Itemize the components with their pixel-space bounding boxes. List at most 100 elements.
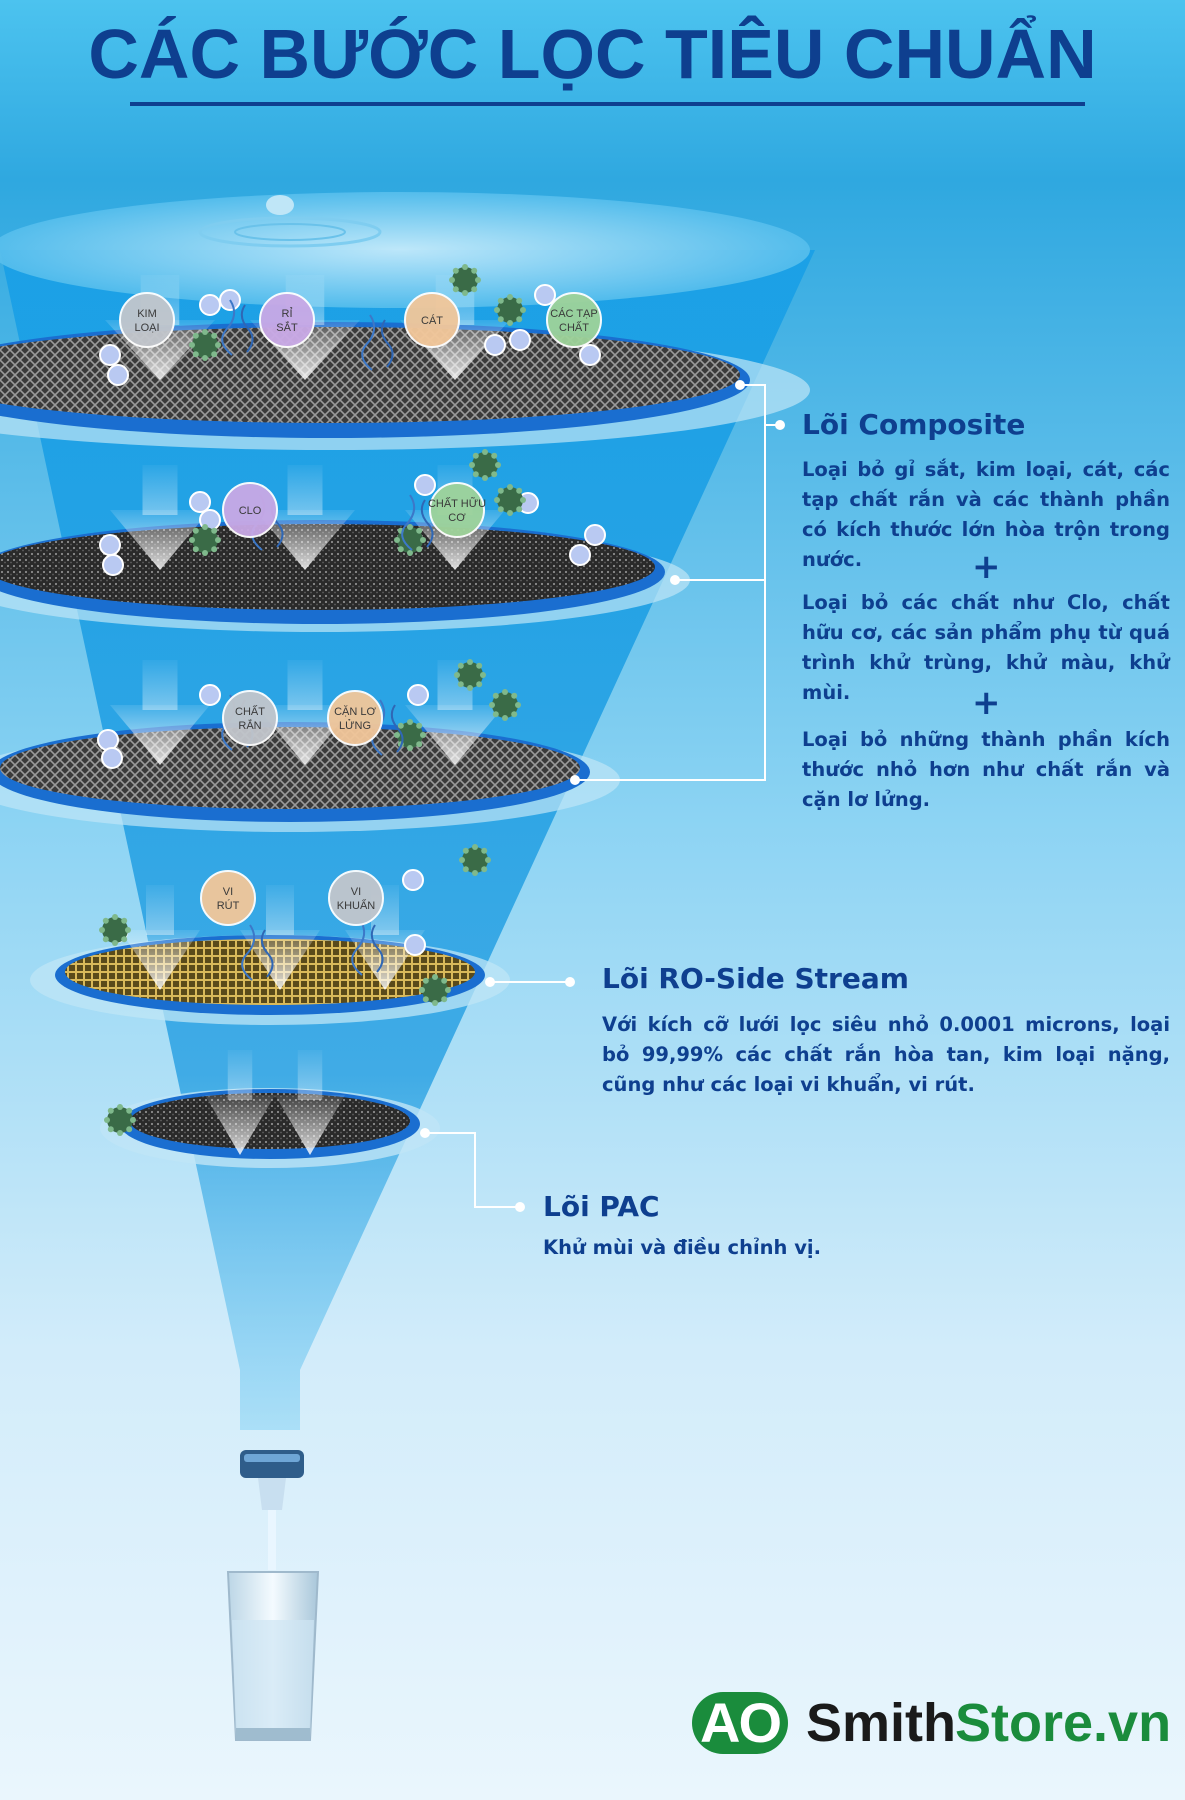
water-droplet-particle bbox=[402, 869, 424, 891]
bubble-label: LỬNG bbox=[339, 719, 371, 732]
contaminant-particle bbox=[394, 524, 426, 556]
contaminant-particle bbox=[494, 484, 526, 516]
water-ripple bbox=[198, 216, 382, 248]
fiber-particle bbox=[380, 319, 394, 368]
fiber-particle bbox=[390, 704, 404, 753]
fiber-particle bbox=[351, 919, 366, 976]
fiber-particle bbox=[401, 494, 416, 551]
contaminant-particle bbox=[469, 449, 501, 481]
water-droplet-particle bbox=[97, 729, 119, 751]
contaminant-particle bbox=[454, 659, 486, 691]
flow-arrow-icon bbox=[110, 705, 210, 765]
bubble-label: CÁC TẠP bbox=[550, 307, 597, 320]
water-glass-icon bbox=[226, 1571, 320, 1741]
flow-arrow-shaft bbox=[287, 465, 323, 515]
bubble-label: CƠ bbox=[448, 512, 466, 524]
water-droplet-particle bbox=[404, 934, 426, 956]
bubble-label: CẶN LƠ bbox=[334, 705, 376, 718]
section-title-pac: Lõi PAC bbox=[543, 1190, 660, 1223]
logo-smith: Smith bbox=[806, 1693, 957, 1753]
bubble-label: RỈ bbox=[282, 307, 293, 320]
bubble-label: RÚT bbox=[217, 899, 240, 912]
contaminant-particle bbox=[494, 294, 526, 326]
water-droplet-particle bbox=[534, 284, 556, 306]
flow-arrow-icon bbox=[120, 930, 200, 990]
fiber-particle bbox=[370, 924, 384, 973]
bubble-label: VI bbox=[223, 886, 233, 898]
bubble-label: CHẤT HỮU bbox=[428, 497, 486, 510]
bubble-label: KHUẨN bbox=[337, 899, 376, 912]
composite-description-1: Loại bỏ gỉ sắt, kim loại, cát, các tạp c… bbox=[802, 458, 1170, 571]
water-droplet-particle bbox=[509, 329, 531, 351]
flow-arrow-icon bbox=[110, 510, 210, 570]
water-drop-splash bbox=[266, 195, 294, 215]
bubble-label: KIM bbox=[137, 308, 157, 320]
contaminant-particle bbox=[489, 689, 521, 721]
water-droplet-particle bbox=[484, 334, 506, 356]
section-title-composite: Lõi Composite bbox=[802, 408, 1026, 441]
flow-arrow-icon bbox=[405, 705, 505, 765]
water-droplet-particle bbox=[99, 534, 121, 556]
flow-arrow-icon bbox=[240, 930, 320, 990]
bubble-label: CLO bbox=[239, 505, 262, 517]
contaminant-particle bbox=[459, 844, 491, 876]
bubble-label: CHẤT bbox=[559, 321, 589, 334]
bubble-label: CHẤT bbox=[235, 705, 265, 718]
connector-dots bbox=[420, 380, 785, 1212]
fiber-particle bbox=[241, 924, 256, 981]
contaminant-particles bbox=[97, 264, 606, 1136]
fiber-particle bbox=[420, 499, 434, 548]
water-droplet-particle bbox=[199, 294, 221, 316]
plus-icon: + bbox=[972, 683, 1001, 723]
flow-arrow-shaft bbox=[227, 1050, 253, 1100]
water-droplet-particle bbox=[569, 544, 591, 566]
plus-icon: + bbox=[972, 547, 1001, 587]
contaminant-label-bubble: CLO bbox=[222, 482, 278, 538]
bubble-label: SẮT bbox=[276, 321, 298, 334]
bubble-label: CÁT bbox=[421, 314, 443, 327]
title-underline bbox=[130, 102, 1085, 106]
water-droplet-particle bbox=[199, 684, 221, 706]
connector-lines bbox=[425, 384, 780, 1208]
water-droplet-particle bbox=[102, 554, 124, 576]
water-droplet-particle bbox=[189, 491, 211, 513]
water-droplet-particle bbox=[407, 684, 429, 706]
contaminant-particle bbox=[104, 1104, 136, 1136]
filter-mesh-layer-3 bbox=[0, 727, 580, 809]
flow-arrow-icon bbox=[275, 1095, 345, 1155]
flow-arrow-shaft bbox=[297, 1050, 323, 1100]
contaminant-particle bbox=[419, 974, 451, 1006]
flow-arrow-shaft bbox=[287, 660, 323, 710]
contaminant-particle bbox=[189, 329, 221, 361]
filter-mesh-layer-5 bbox=[130, 1093, 410, 1149]
water-droplet-particle bbox=[101, 747, 123, 769]
contaminant-label-bubble: CÁT bbox=[404, 292, 460, 348]
composite-description-3: Loại bỏ những thành phần kích thước nhỏ … bbox=[802, 728, 1170, 811]
logo-store: Store.vn bbox=[955, 1693, 1172, 1753]
flow-arrow-shaft bbox=[266, 885, 294, 935]
ro-description: Với kích cỡ lưới lọc siêu nhỏ 0.0001 mic… bbox=[602, 1013, 1170, 1096]
water-droplet-particle bbox=[584, 524, 606, 546]
water-droplet-particle bbox=[579, 344, 601, 366]
section-title-ro: Lõi RO-Side Stream bbox=[602, 962, 909, 995]
page-title: CÁC BƯỚC LỌC TIÊU CHUẨN bbox=[88, 15, 1097, 93]
water-surface bbox=[0, 192, 810, 308]
water-droplet-particle bbox=[107, 364, 129, 386]
flow-arrow-shaft bbox=[142, 660, 178, 710]
bubble-label: RẮN bbox=[238, 719, 261, 732]
contaminant-label-bubble: CHẤT HỮU CƠ bbox=[428, 482, 486, 538]
faucet-icon bbox=[240, 1450, 304, 1570]
pac-description: Khử mùi và điều chỉnh vị. bbox=[543, 1236, 822, 1259]
composite-description-2: Loại bỏ các chất như Clo, chất hữu cơ, c… bbox=[802, 591, 1170, 704]
bubble-label: VI bbox=[351, 886, 361, 898]
fiber-particle bbox=[361, 314, 376, 371]
contaminant-particle bbox=[189, 524, 221, 556]
contaminant-particle bbox=[394, 719, 426, 751]
flow-arrow-shaft bbox=[142, 465, 178, 515]
